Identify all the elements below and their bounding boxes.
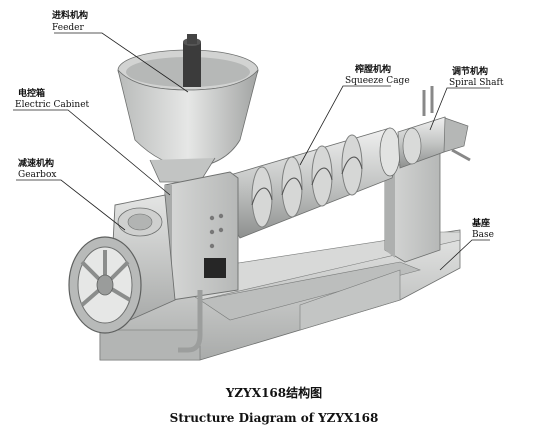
caption-model-title: YZYX168结构图 [225, 385, 322, 400]
label-base-en: Base [472, 230, 494, 240]
label-feeder-cn: 进料机构 [52, 9, 88, 21]
label-cage-cn: 榨膛机构 [354, 63, 391, 75]
label-base-cn: 基座 [471, 217, 490, 229]
label-gearbox-en: Gearbox [18, 170, 56, 180]
control-panel [204, 258, 226, 278]
label-gearbox-cn: 减速机构 [18, 157, 54, 169]
leader-shaft [429, 87, 490, 131]
caption-structure-title: Structure Diagram of YZYX168 [170, 411, 379, 425]
label-shaft-en: Spiral Shaft [449, 78, 504, 88]
pulley-wheel [68, 236, 142, 334]
leader-lines [13, 32, 490, 271]
cage-rings [251, 134, 363, 228]
label-shaft-cn: 调节机构 [452, 65, 488, 77]
label-cabinet-cn: 电控箱 [18, 87, 45, 99]
leader-base [439, 239, 490, 271]
label-feeder-en: Feeder [52, 23, 84, 33]
spiral-shaft-assembly [397, 86, 471, 169]
label-cage-en: Squeeze Cage [345, 76, 410, 86]
squeeze-cage-assembly [227, 127, 401, 239]
leader-gearbox [16, 179, 126, 231]
leader-feeder [54, 32, 189, 93]
feeder-motor [183, 34, 201, 87]
leader-cabinet [13, 109, 171, 196]
label-cabinet-en: Electric Cabinet [15, 100, 90, 110]
cabinet-buttons [209, 213, 224, 249]
leader-cage [299, 85, 391, 166]
screw-flights [251, 156, 363, 206]
